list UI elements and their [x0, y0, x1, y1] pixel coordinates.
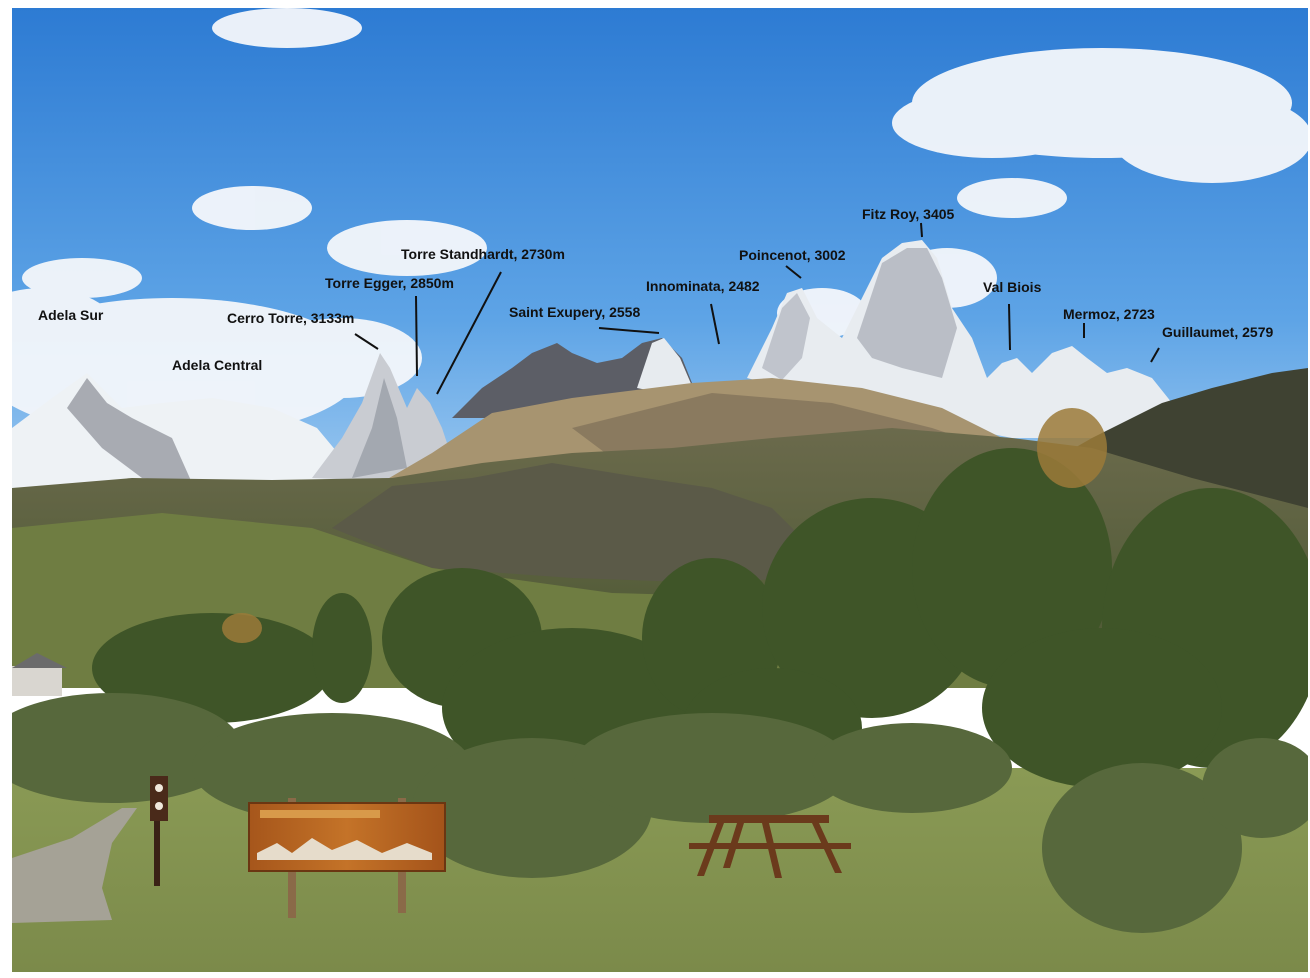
saint-exupery-snow	[637, 338, 692, 393]
trail-post	[154, 776, 160, 886]
hiker-icon	[155, 802, 163, 810]
label-innominata: Innominata, 2482	[646, 278, 760, 294]
label-cerro-torre: Cerro Torre, 3133m	[227, 310, 355, 326]
mountain-scene	[12, 8, 1308, 972]
label-torre-standhardt: Torre Standhardt, 2730m	[401, 246, 565, 262]
leader-lines	[354, 222, 1160, 395]
label-adela-central: Adela Central	[172, 357, 263, 373]
house-roof	[12, 653, 67, 668]
label-guillaumet: Guillaumet, 2579	[1162, 324, 1274, 340]
bike-icon	[155, 784, 163, 792]
rocky-bluff	[332, 463, 812, 583]
poincenot-rock	[762, 293, 810, 380]
landscape-photo: Adela Sur Adela Central Cerro Torre, 313…	[12, 8, 1308, 972]
label-torre-egger: Torre Egger, 2850m	[325, 275, 454, 291]
adela-rock	[67, 378, 192, 483]
house	[12, 666, 62, 696]
picnic-table	[689, 815, 851, 878]
sign-title-band	[260, 810, 380, 818]
label-poincenot: Poincenot, 3002	[739, 247, 846, 263]
cerro-torre-shadow	[352, 378, 407, 478]
sign-map-art	[257, 838, 432, 860]
trees	[92, 448, 1308, 788]
trail-post-sign	[150, 776, 168, 821]
label-saint-exupery: Saint Exupery, 2558	[509, 304, 641, 320]
label-fitz-roy: Fitz Roy, 3405	[862, 206, 955, 222]
label-adela-sur: Adela Sur	[38, 307, 104, 323]
gravel-path	[12, 808, 137, 923]
autumn-foliage	[222, 408, 1107, 643]
label-mermoz: Mermoz, 2723	[1063, 306, 1155, 322]
shrubs	[12, 693, 1308, 933]
fitz-roy-rock	[857, 248, 957, 378]
label-val-biois: Val Biois	[983, 279, 1042, 295]
